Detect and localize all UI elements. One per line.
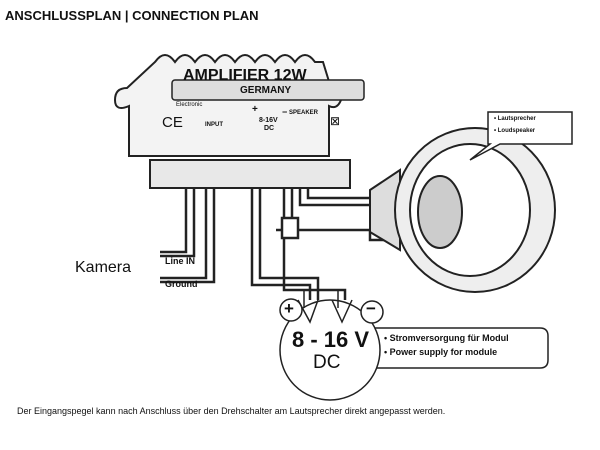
line-in-label: Line IN (165, 256, 196, 266)
dc-label: DC (264, 125, 275, 132)
power-minus: − (366, 299, 376, 318)
minus-label: − (282, 107, 288, 117)
voltage-label: 8-16V (259, 117, 278, 124)
power-supply-symbol (279, 290, 549, 401)
speaker-callout-box (469, 111, 573, 161)
page-title: ANSCHLUSSPLAN | CONNECTION PLAN (5, 8, 259, 23)
power-plus: + (284, 299, 294, 318)
ground-label: Ground (165, 279, 198, 289)
power-voltage: 8 - 16 V (292, 327, 370, 352)
ce-mark: CE (162, 114, 183, 131)
speaker (369, 127, 556, 293)
module-origin: GERMANY (240, 85, 292, 96)
input-label: INPUT (205, 122, 223, 128)
power-desc-en: • Power supply for module (384, 347, 498, 357)
power-dc: DC (313, 352, 341, 373)
amplifier-module (113, 54, 365, 189)
weee-icon: ⊠ (330, 114, 341, 128)
footer-note: Der Eingangspegel kann nach Anschluss üb… (17, 406, 446, 416)
module-name: AMPLIFIER 12W (183, 67, 307, 84)
speaker-label: SPEAKER (289, 110, 319, 116)
power-desc-de: • Stromversorgung für Modul (384, 333, 509, 343)
callout-loudspeaker: • Loudspeaker (494, 128, 536, 134)
plus-label: + (252, 104, 258, 115)
module-pins (160, 188, 410, 300)
module-brand: Electronic (176, 102, 203, 108)
camera-label: Kamera (75, 259, 132, 276)
callout-lautsprecher: • Lautsprecher (494, 116, 536, 122)
